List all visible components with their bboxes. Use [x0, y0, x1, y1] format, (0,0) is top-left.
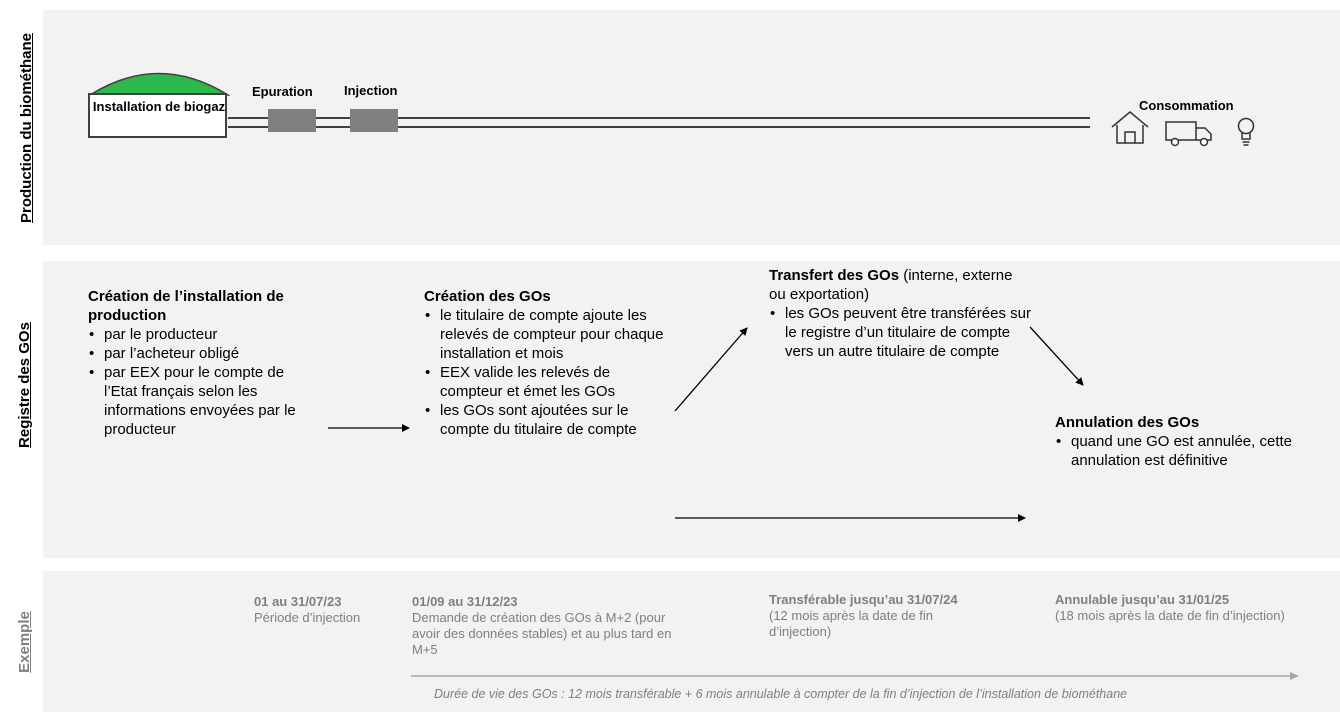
ex-transferable-date: Transférable jusqu’au 31/07/24 — [769, 592, 958, 607]
transfert-heading: Transfert des GOs (interne, externe ou e… — [769, 266, 1031, 304]
transfert-title: Transfert des GOs — [769, 267, 900, 284]
ex-annulable: Annulable jusqu’au 31/01/25 (18 mois apr… — [1055, 592, 1335, 624]
ex-creation-date: 01/09 au 31/12/23 — [412, 594, 518, 609]
list-item: par le producteur — [88, 325, 338, 344]
consommation-label: Consommation — [1139, 98, 1234, 113]
ex-injection-date: 01 au 31/07/23 — [254, 594, 342, 609]
transfert-list: les GOs peuvent être transférées sur le … — [769, 304, 1031, 361]
creation-gos-title: Création des GOs — [424, 288, 551, 305]
biogas-installation-box — [88, 93, 227, 138]
epuration-label: Epuration — [252, 84, 313, 99]
creation-gos-block: Création des GOs le titulaire de compte … — [424, 287, 674, 439]
annulation-title: Annulation des GOs — [1055, 414, 1200, 431]
list-item: les GOs peuvent être transférées sur le … — [769, 304, 1031, 361]
pipe-top — [228, 117, 1090, 119]
arrow-creation-to-transfert — [674, 327, 748, 412]
transfert-block: Transfert des GOs (interne, externe ou e… — [769, 266, 1031, 361]
arrow-transfert-to-annulation — [1029, 326, 1084, 386]
ex-creation: 01/09 au 31/12/23 Demande de création de… — [412, 594, 692, 658]
annulation-block: Annulation des GOs quand une GO est annu… — [1055, 413, 1323, 470]
ex-transferable: Transférable jusqu’au 31/07/24 (12 mois … — [769, 592, 989, 640]
ex-injection: 01 au 31/07/23 Période d’injection — [254, 594, 404, 626]
biogas-dome — [88, 72, 230, 96]
creation-gos-list: le titulaire de compte ajoute les relevé… — [424, 306, 674, 439]
truck-icon — [1165, 121, 1212, 147]
creation-installation-title: Création de l’installation de production — [88, 288, 284, 324]
pipe-bottom — [228, 126, 1090, 128]
epuration-station — [268, 109, 316, 132]
list-item: par EEX pour le compte de l’Etat françai… — [88, 363, 338, 439]
list-item: par l’acheteur obligé — [88, 344, 338, 363]
injection-station — [350, 109, 398, 132]
ex-injection-label: Période d’injection — [254, 610, 361, 625]
ex-creation-label: Demande de création des GOs à M+2 (pour … — [412, 610, 672, 657]
list-item: le titulaire de compte ajoute les relevé… — [424, 306, 674, 363]
injection-label: Injection — [344, 83, 398, 98]
annulation-list: quand une GO est annulée, cette annulati… — [1055, 432, 1323, 470]
ex-duree: Durée de vie des GOs : 12 mois transféra… — [434, 687, 1128, 701]
house-icon — [1111, 111, 1149, 144]
installation-label: Installation de biogaz — [92, 99, 226, 114]
ex-annulable-date: Annulable jusqu’au 31/01/25 — [1055, 592, 1230, 607]
transfert-subtitle: (interne, externe ou exportation) — [769, 267, 1013, 303]
exemple-band — [43, 571, 1340, 712]
ex-transferable-label: (12 mois après la date de fin d’injectio… — [769, 608, 934, 639]
list-item: EEX valide les relevés de compteur et ém… — [424, 363, 674, 401]
list-item: les GOs sont ajoutées sur le compte du t… — [424, 401, 674, 439]
ex-annulable-label: (18 mois après la date de fin d’injectio… — [1055, 608, 1285, 623]
lightbulb-icon — [1237, 117, 1255, 146]
creation-installation-block: Création de l’installation de production… — [88, 287, 338, 439]
production-band — [43, 10, 1340, 245]
list-item: quand une GO est annulée, cette annulati… — [1055, 432, 1323, 470]
creation-installation-list: par le producteur par l’acheteur obligé … — [88, 325, 338, 439]
